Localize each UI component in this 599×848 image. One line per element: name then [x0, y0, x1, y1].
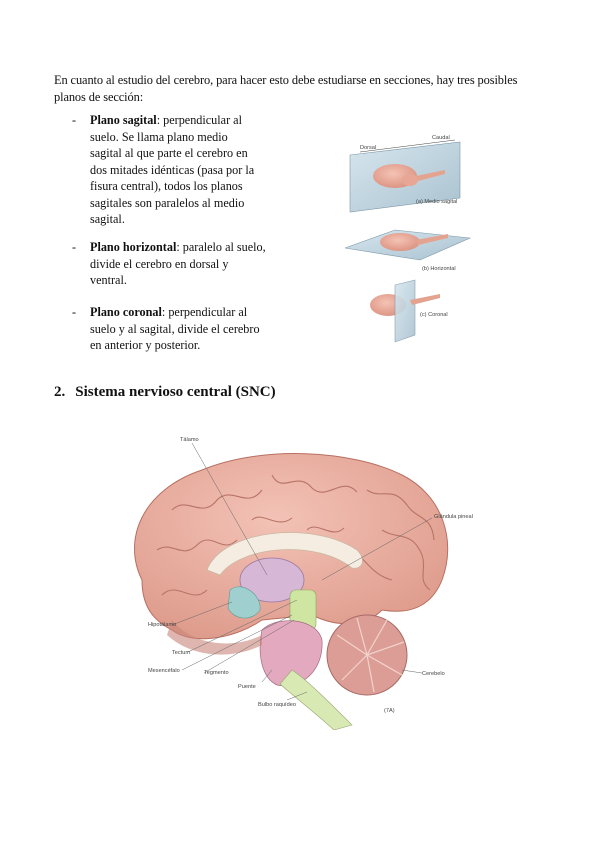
- leader-lines: [171, 442, 433, 701]
- section-heading: 2. Sistema nervioso central (SNC): [54, 384, 276, 401]
- label-mesencefalo: Mesencéfalo: [148, 668, 180, 674]
- label-puente: Puente: [238, 684, 256, 690]
- label-hipotalamo: Hipotálamo: [148, 622, 176, 628]
- coronal-caption: (c) Coronal: [420, 312, 448, 318]
- cerebellum-shape: [402, 174, 418, 186]
- figure-ref: (7A): [384, 708, 395, 714]
- label-tectum: Tectum: [172, 650, 190, 656]
- dorsal-label: Dorsal: [360, 145, 376, 151]
- bullet-sagittal: - Plano sagital: perpendicular al suelo.…: [72, 112, 262, 228]
- brain-shape: [380, 233, 420, 251]
- spinal-cord-shape: [410, 294, 440, 305]
- hypothalamus: [227, 586, 261, 619]
- spinal-cord-shape: [416, 234, 448, 245]
- cortex-folds: [156, 474, 435, 596]
- bullet-term: Plano sagital: [90, 113, 157, 127]
- brain-sagittal-figure: Tálamo Glándula pineal Hipotálamo Tectum…: [134, 437, 473, 730]
- bullet-term: Plano horizontal: [90, 240, 177, 254]
- spinal-cord-shape: [416, 170, 445, 181]
- cerebellum-arbor: [336, 617, 405, 693]
- label-glandula-pineal: Glándula pineal: [434, 514, 473, 520]
- horizontal-caption: (b) Horizontal: [422, 266, 456, 272]
- bullet-dash: -: [72, 113, 77, 127]
- sagittal-plane-diagram: Dorsal Caudal (a) Medio sagital: [349, 135, 461, 213]
- bullet-dash: -: [72, 305, 77, 319]
- bullet-coronal: - Plano coronal: perpendicular al suelo …: [72, 304, 268, 354]
- corpus-callosum: [206, 532, 363, 576]
- bullet-text: : perpendicular al suelo y al sagital, d…: [90, 305, 260, 352]
- bullet-term: Plano coronal: [90, 305, 162, 319]
- medulla: [279, 669, 353, 730]
- label-talamo: Tálamo: [180, 437, 199, 443]
- label-bulbo: Bulbo raquídeo: [258, 702, 296, 708]
- intro-paragraph: En cuanto al estudio del cerebro, para h…: [54, 73, 518, 104]
- thalamus: [239, 557, 305, 603]
- bullet-text: : perpendicular al suelo. Se llama plano…: [90, 113, 255, 226]
- temporal-lobe: [167, 620, 262, 655]
- horizontal-plane-diagram: (b) Horizontal: [344, 229, 472, 272]
- caudal-label: Caudal: [432, 135, 450, 141]
- bullet-text: : paralelo al suelo, divide el cerebro e…: [90, 240, 266, 287]
- coronal-plane: [394, 279, 416, 343]
- section-title: Sistema nervioso central (SNC): [75, 384, 276, 400]
- sagittal-caption: (a) Medio sagital: [416, 199, 457, 205]
- bullet-horizontal: - Plano horizontal: paralelo al suelo, d…: [72, 239, 268, 289]
- label-tegmento: Tegmento: [204, 670, 229, 676]
- coronal-plane-diagram: (c) Coronal: [370, 279, 448, 343]
- bullet-dash: -: [72, 240, 77, 254]
- pons: [259, 620, 323, 687]
- section-number: 2.: [54, 384, 66, 400]
- label-cerebelo: Cerebelo: [422, 671, 445, 677]
- section-planes-figure: Dorsal Caudal (a) Medio sagital (b) Hori…: [344, 135, 472, 343]
